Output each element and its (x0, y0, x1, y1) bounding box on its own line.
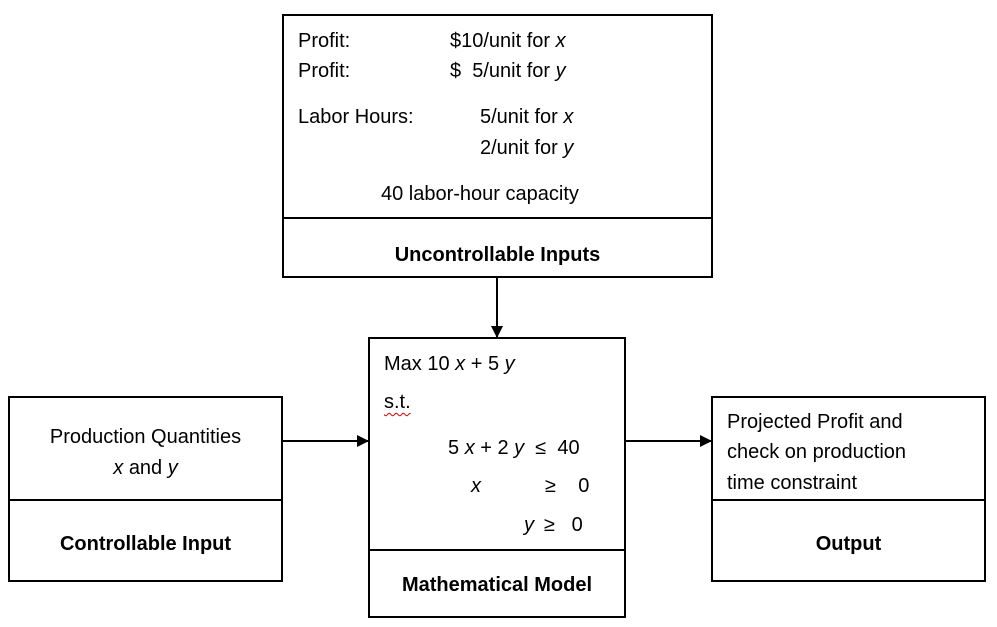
labor-var-2: y (563, 137, 574, 159)
uncontrollable-inputs-box: Profit: $10/unit for x Profit: $ 5/unit … (282, 14, 713, 278)
subject-to-label: s.t. (384, 391, 411, 413)
profit-value-1: $10/unit for x (450, 31, 566, 51)
profit-value-1-text: $10/unit for (450, 30, 551, 52)
profit-var-1: x (555, 30, 566, 52)
objective-prefix: Max 10 (384, 353, 450, 375)
constraint-labor-coef-y: + 2 (480, 437, 509, 459)
constraint-labor-x: x (464, 437, 475, 459)
profit-value-2-text: $ 5/unit for (450, 60, 551, 82)
constraint-labor-rhs: ≤ 40 (535, 437, 580, 459)
output-divider (713, 499, 984, 501)
controllable-var-y: y (167, 457, 178, 479)
controllable-divider (10, 499, 281, 501)
profit-label-2: Profit: (298, 60, 351, 82)
capacity-text: 40 labor-hour capacity (381, 183, 579, 205)
constraint-y-rhs: ≥ 0 (544, 514, 583, 536)
output-line-1: Projected Profit and (727, 411, 903, 433)
output-title: Output (815, 533, 882, 555)
controllable-and: and (128, 457, 163, 479)
mathematical-model-title: Mathematical Model (401, 574, 593, 596)
labor-value-1-text: 5/unit for (480, 106, 558, 128)
controllable-var-x: x (113, 457, 124, 479)
constraint-x-rhs: ≥ 0 (545, 475, 590, 497)
constraint-x-var: x (471, 475, 481, 497)
objective-x: x (455, 353, 466, 375)
production-quantities-text: Production Quantities (49, 426, 242, 448)
x-and-y-text: x and y (10, 458, 281, 478)
labor-var-1: x (563, 106, 574, 128)
controllable-input-title: Controllable Input (59, 533, 232, 555)
profit-var-2: y (555, 60, 566, 82)
output-line-2: check on production (727, 441, 907, 463)
model-divider (370, 549, 624, 551)
constraint-labor: 5 x + 2 y ≤ 40 (448, 438, 580, 458)
labor-value-2-text: 2/unit for (480, 137, 558, 159)
uncontrollable-inputs-title: Uncontrollable Inputs (394, 244, 601, 266)
output-box: Projected Profit and check on production… (711, 396, 986, 582)
output-line-3: time constraint (727, 472, 858, 494)
labor-hours-label: Labor Hours: (298, 106, 414, 128)
constraint-labor-coef-x: 5 (448, 437, 460, 459)
labor-value-2: 2/unit for y (480, 138, 573, 158)
constraint-y-var: y (524, 514, 534, 536)
profit-value-2: $ 5/unit for y (450, 61, 566, 81)
profit-label-1: Profit: (298, 30, 351, 52)
controllable-input-box: Production Quantities x and y Controllab… (8, 396, 283, 582)
objective-y: y (504, 353, 515, 375)
constraint-labor-y: y (514, 437, 525, 459)
uncontrollable-divider (284, 217, 711, 219)
objective-function: Max 10 x + 5 y (384, 354, 515, 374)
objective-mid: + 5 (470, 353, 500, 375)
mathematical-model-box: Max 10 x + 5 y s.t. 5 x + 2 y ≤ 40 x ≥ 0… (368, 337, 626, 618)
labor-value-1: 5/unit for x (480, 107, 573, 127)
